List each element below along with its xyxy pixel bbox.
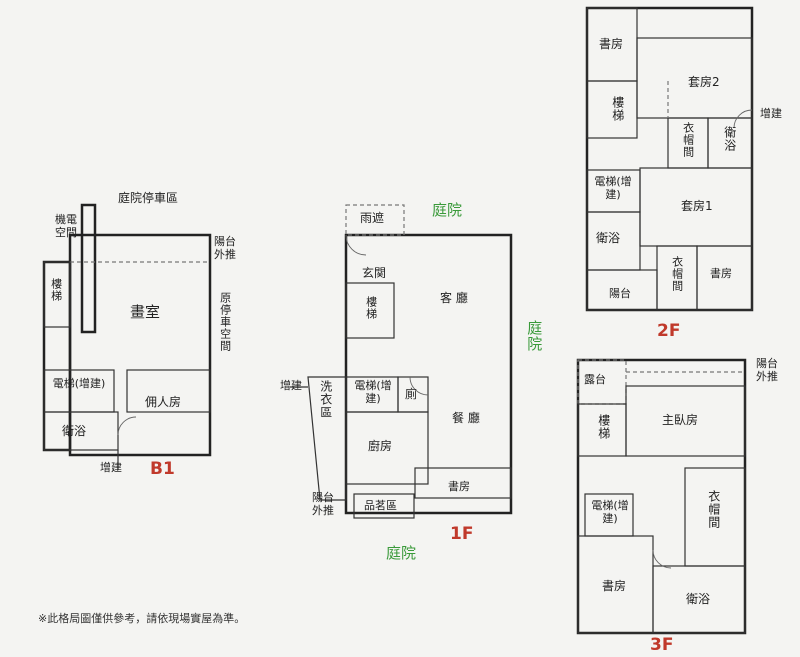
f3-bath-label: 衛浴 (686, 592, 711, 606)
f3-plan (576, 358, 747, 635)
f2-bath-b-label: 衛浴 (596, 231, 621, 245)
f3-study-label: 書房 (602, 579, 627, 593)
f1-garden-bottom-label: 庭院 (386, 544, 417, 562)
f3-closet-label: 衣帽間 (706, 490, 721, 529)
f1-toilet-label: 廁 (405, 387, 418, 401)
f3-floor-label: 3F (650, 635, 674, 655)
f2-suite1-label: 套房1 (681, 199, 713, 213)
f1-door-b (409, 376, 429, 396)
b1-outline (68, 233, 212, 457)
f1-study-box (414, 467, 512, 499)
f1-foyer-label: 玄関 (362, 266, 387, 280)
f1-garden-right-label: 庭院 (525, 320, 544, 352)
f2-study-top-label: 書房 (599, 37, 624, 51)
f3-balcony-label: 陽台外推 (756, 357, 778, 383)
b1-floor-label: B1 (150, 459, 175, 479)
b1-extension-label: 增建 (100, 461, 122, 474)
f1-plan (290, 204, 513, 519)
f3-stairs-label: 樓梯 (596, 414, 611, 440)
b1-studio-label: 畫室 (130, 303, 161, 321)
footnote: ※此格局圖僅供參考，請依現場實屋為準。 (38, 612, 246, 625)
f3-elevator-label: 電梯(增建) (591, 499, 629, 525)
f1-canopy-box (345, 204, 405, 236)
f3-master-box (625, 385, 746, 457)
f2-suite2-label: 套房2 (688, 75, 720, 89)
b1-servant-label: 佣人房 (145, 395, 182, 409)
f2-floor-label: 2F (657, 321, 681, 341)
f1-extension-label: 增建 (280, 379, 302, 392)
f1-study-label: 書房 (448, 480, 470, 493)
f1-elevator-label: 電梯(增建) (354, 379, 392, 405)
b1-servant-box (126, 369, 211, 413)
f1-kitchen-label: 廚房 (368, 439, 393, 453)
b1-stairs-box (43, 261, 71, 328)
b1-orig-parking-label: 原停車空間 (218, 292, 232, 352)
b1-balcony-label: 陽台外推 (214, 235, 236, 261)
b1-stairs-label: 樓梯 (49, 278, 63, 302)
b1-door (117, 416, 137, 436)
f2-closet-label: 衣帽間 (681, 122, 695, 158)
f2-extension-label: 增建 (760, 107, 782, 120)
f1-tea-box (353, 493, 415, 519)
f1-stairs-label: 樓梯 (364, 296, 378, 320)
f2-balcony-label: 陽台 (609, 287, 631, 300)
f1-living-label: 客 廳 (440, 291, 468, 305)
b1-bathroom-label: 衛浴 (62, 424, 87, 438)
f3-master-label: 主臥房 (662, 413, 699, 427)
f1-laundry-box (307, 376, 347, 501)
f3-bath-box (652, 565, 746, 634)
f3-door (652, 549, 672, 569)
f2-study-b-box (696, 245, 753, 311)
f1-canopy-label: 雨遮 (360, 211, 385, 225)
f2-study-b-label: 書房 (710, 267, 732, 280)
b1-plan (42, 203, 212, 470)
f2-elevator-label: 電梯(增建) (594, 175, 632, 201)
f1-laundry-label: 洗衣區 (318, 380, 333, 419)
f1-garden-top-label: 庭院 (432, 201, 463, 219)
f1-door-a (345, 234, 367, 256)
b1-machine-room-label: 機電空間 (55, 213, 77, 239)
b1-elevator-label: 電梯(增建) (52, 377, 106, 390)
f2-closet-b-label: 衣帽間 (670, 256, 684, 292)
f1-balcony-label: 陽台外推 (312, 491, 334, 517)
f1-stairs-box (345, 282, 395, 339)
f2-stairs-label: 樓梯 (610, 96, 625, 122)
f2-bath-a-label: 衛浴 (722, 126, 737, 152)
b1-machine-shaft (80, 203, 97, 334)
f1-tea-label: 品茗區 (364, 499, 397, 512)
f2-door (733, 109, 753, 129)
f2-balcony-box (586, 269, 658, 311)
f1-outline (344, 233, 513, 515)
b1-yard-parking-label: 庭院停車區 (118, 191, 179, 205)
f2-plan (585, 6, 754, 312)
f1-dining-label: 餐 廳 (452, 411, 480, 425)
f3-terrace-label: 露台 (584, 373, 606, 386)
f1-floor-label: 1F (450, 524, 474, 544)
f1-kitchen-box (345, 411, 429, 485)
